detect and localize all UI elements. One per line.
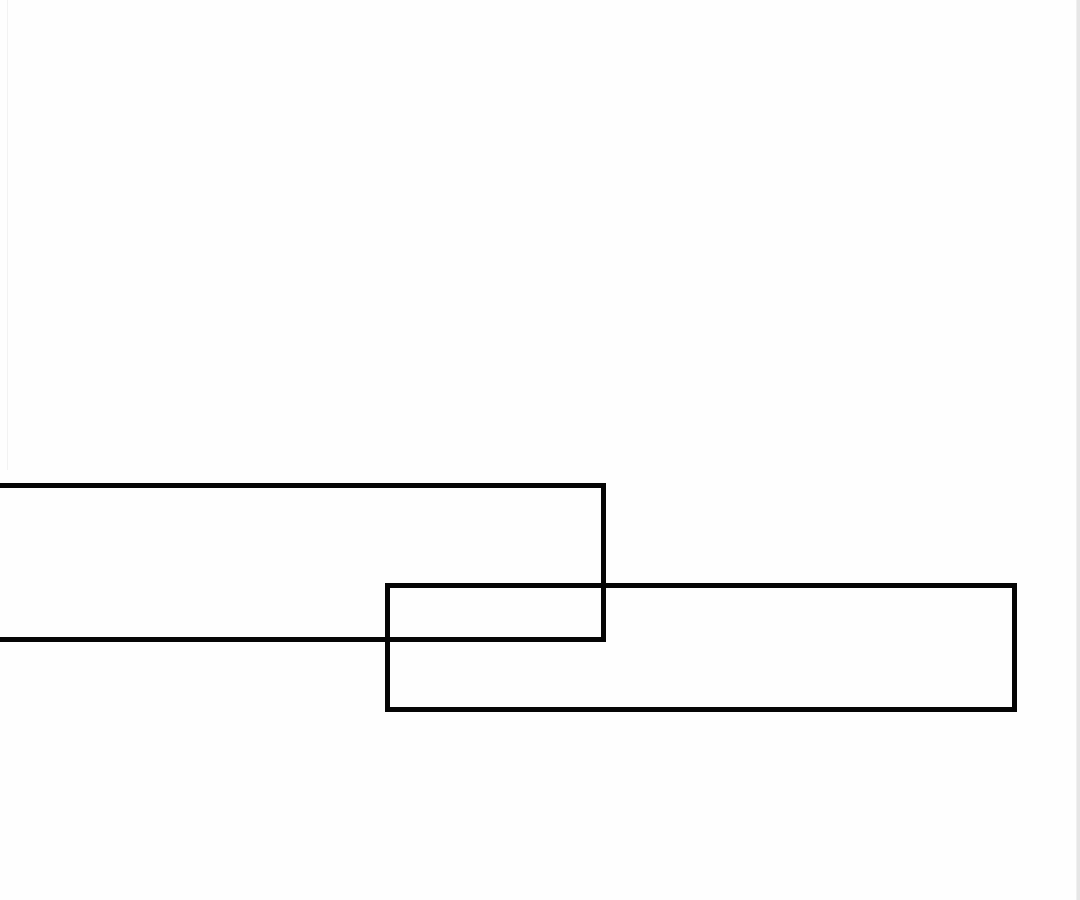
rectangle-lower-right [385, 583, 1017, 712]
page-left-edge [7, 0, 8, 470]
page-right-edge [1076, 0, 1080, 900]
rectangle-upper-left [0, 483, 606, 642]
